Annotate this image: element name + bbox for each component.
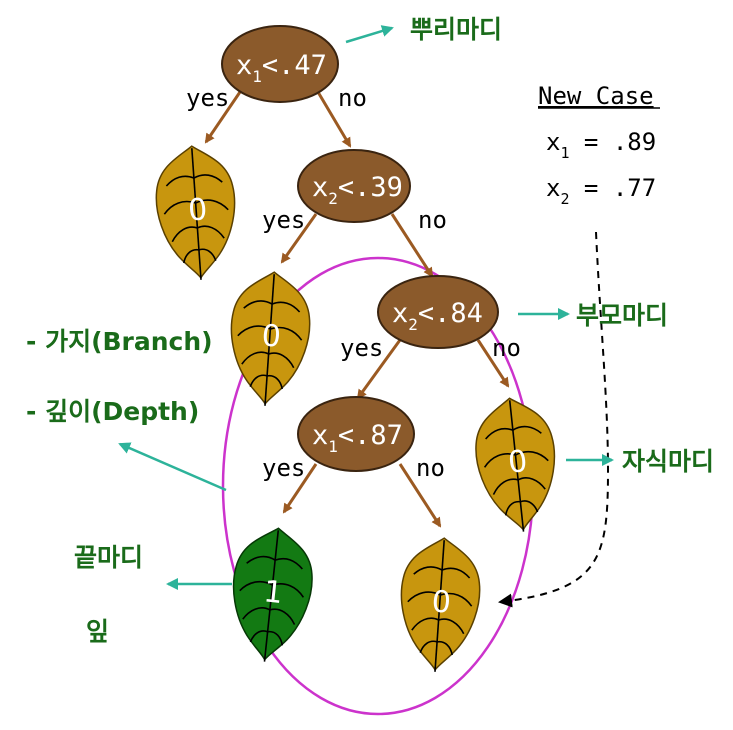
annotation-arrows <box>118 25 614 590</box>
label-root-node: 뿌리마디 <box>410 15 502 44</box>
svg-text:0: 0 <box>261 318 282 354</box>
edge-n4-yes <box>282 463 318 514</box>
svg-text:x2<.84: x2<.84 <box>392 298 483 334</box>
node-x1-087: x1<.87 <box>297 396 415 472</box>
leaf-5: 0 <box>395 534 485 675</box>
new-case-path <box>498 231 610 608</box>
svg-text:0: 0 <box>431 584 452 620</box>
new-case: New Case x1 = .89 x2 = .77 <box>538 82 660 208</box>
arrow-depth <box>118 442 227 492</box>
label-n4-no: no <box>416 454 445 482</box>
node-root: x1<.47 <box>221 25 339 103</box>
edge-n2-yes <box>280 213 318 264</box>
edge-n4-no <box>398 463 442 528</box>
node-x2-039: x2<.39 <box>297 149 411 223</box>
leaf-1: 0 <box>151 142 241 283</box>
label-root-no: no <box>338 84 367 112</box>
svg-text:x1<.47: x1<.47 <box>236 50 327 86</box>
label-parent-node: 부모마디 <box>576 301 668 330</box>
label-leaf: 잎 <box>86 617 109 646</box>
label-depth: - 깊이(Depth) <box>26 397 199 426</box>
leaf-4: 1 <box>225 523 319 666</box>
new-case-x1: x1 = .89 <box>546 128 656 162</box>
new-case-x2: x2 = .77 <box>546 174 656 208</box>
label-n2-yes: yes <box>262 206 305 234</box>
svg-text:0: 0 <box>506 444 529 481</box>
edge-n2-no <box>390 213 434 278</box>
label-n4-yes: yes <box>262 454 305 482</box>
edge-root-no <box>316 91 352 148</box>
edge-n3-no <box>476 339 510 388</box>
svg-text:x2<.39: x2<.39 <box>312 172 403 208</box>
label-branch: - 가지(Branch) <box>26 327 213 356</box>
label-n2-no: no <box>418 206 447 234</box>
svg-text:1: 1 <box>262 574 285 611</box>
svg-text:x1<.87: x1<.87 <box>312 420 403 456</box>
label-child-node: 자식마디 <box>622 447 714 476</box>
new-case-title: New Case <box>538 82 654 110</box>
leaf-2: 0 <box>225 268 315 409</box>
edge-root-yes <box>204 91 242 144</box>
leaf-3: 0 <box>469 393 563 536</box>
edge-n3-yes <box>356 339 402 400</box>
node-x2-084: x2<.84 <box>377 275 499 349</box>
svg-text:0: 0 <box>187 192 208 228</box>
label-root-yes: yes <box>186 84 229 112</box>
label-n3-no: no <box>492 334 521 362</box>
tree-edges <box>204 91 510 528</box>
arrow-root <box>345 25 394 44</box>
label-n3-yes: yes <box>340 334 383 362</box>
label-terminal-node: 끝마디 <box>74 543 143 572</box>
